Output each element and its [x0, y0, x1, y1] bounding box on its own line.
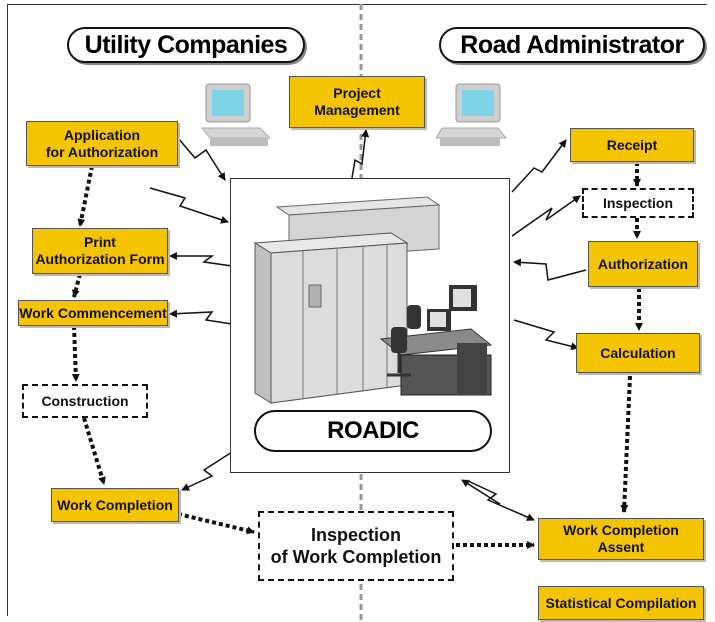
- link-roadic-to-completion: [181, 451, 233, 491]
- inspection-completion-line1: Inspection: [310, 525, 401, 545]
- link-roadic-to-receipt: [511, 139, 567, 193]
- roadic-label-box: ROADIC: [254, 410, 492, 452]
- receipt-label: Receipt: [606, 136, 658, 153]
- link-roadic-to-print: [169, 252, 233, 267]
- construction-box: Construction: [22, 384, 148, 418]
- project-management-line1: Project: [333, 85, 381, 101]
- work-completion-box: Work Completion: [51, 488, 179, 522]
- application-for-authorization-box: Application for Authorization: [26, 121, 178, 166]
- authorization-label: Authorization: [597, 255, 689, 272]
- utility-companies-header: Utility Companies: [67, 27, 305, 63]
- link-utility-to-roadic: [149, 187, 229, 224]
- link-roadic-to-calculation: [513, 319, 579, 351]
- link-authorization-to-roadic: [513, 258, 587, 281]
- link-roadic-to-commencement: [169, 309, 233, 325]
- diagram-frame: [7, 4, 707, 616]
- mainframe-server-image: [253, 196, 493, 404]
- inspection-box: Inspection: [582, 188, 694, 218]
- construction-label: Construction: [41, 392, 129, 409]
- inspection-completion-line2: of Work Completion: [270, 547, 442, 567]
- statistical-compilation-box: Statistical Compilation: [538, 586, 704, 620]
- utility-computer-icon: [200, 83, 272, 146]
- work-completion-assent-box: Work Completion Assent: [538, 518, 704, 560]
- flow-construction-to-completion: [82, 417, 106, 485]
- link-roadic-to-project: [351, 129, 370, 179]
- work-commencement-box: Work Commencement: [18, 300, 168, 326]
- print-line2: Authorization Form: [35, 251, 165, 267]
- project-management-box: Project Management: [289, 76, 425, 128]
- calculation-label: Calculation: [600, 344, 676, 361]
- receipt-box: Receipt: [570, 128, 694, 162]
- link-application-to-roadic: [177, 137, 226, 181]
- application-line1: Application: [63, 126, 141, 143]
- project-management-line2: Management: [314, 102, 400, 118]
- link-assent-to-roadic: [461, 479, 501, 505]
- road-administrator-header: Road Administrator: [439, 27, 705, 63]
- flow-commencement-to-construction: [71, 325, 80, 382]
- flow-calculation-to-assent: [620, 375, 632, 513]
- link-roadic-assent: [465, 479, 535, 521]
- print-line1: Print: [84, 234, 116, 250]
- authorization-box: Authorization: [588, 241, 698, 287]
- calculation-box: Calculation: [576, 333, 700, 373]
- flow-print-to-commencement: [71, 273, 82, 298]
- print-authorization-form-box: Print Authorization Form: [32, 228, 168, 274]
- administrator-computer-icon: [436, 83, 508, 146]
- statistical-compilation-label: Statistical Compilation: [545, 594, 697, 611]
- work-completion-assent-label: Work Completion Assent: [563, 522, 679, 555]
- inspection-label: Inspection: [602, 194, 673, 211]
- application-line2: for Authorization: [45, 143, 159, 160]
- work-commencement-label: Work Commencement: [19, 304, 167, 321]
- inspection-of-work-completion-box: Inspection of Work Completion: [258, 511, 454, 581]
- work-completion-label: Work Completion: [57, 496, 173, 513]
- flow-completion-to-inspection: [177, 512, 255, 535]
- link-roadic-to-inspection: [511, 195, 581, 237]
- utility-companies-label: Utility Companies: [84, 30, 288, 59]
- roadic-label: ROADIC: [327, 417, 419, 444]
- flow-application-to-print: [77, 165, 94, 227]
- road-administrator-label: Road Administrator: [460, 30, 684, 59]
